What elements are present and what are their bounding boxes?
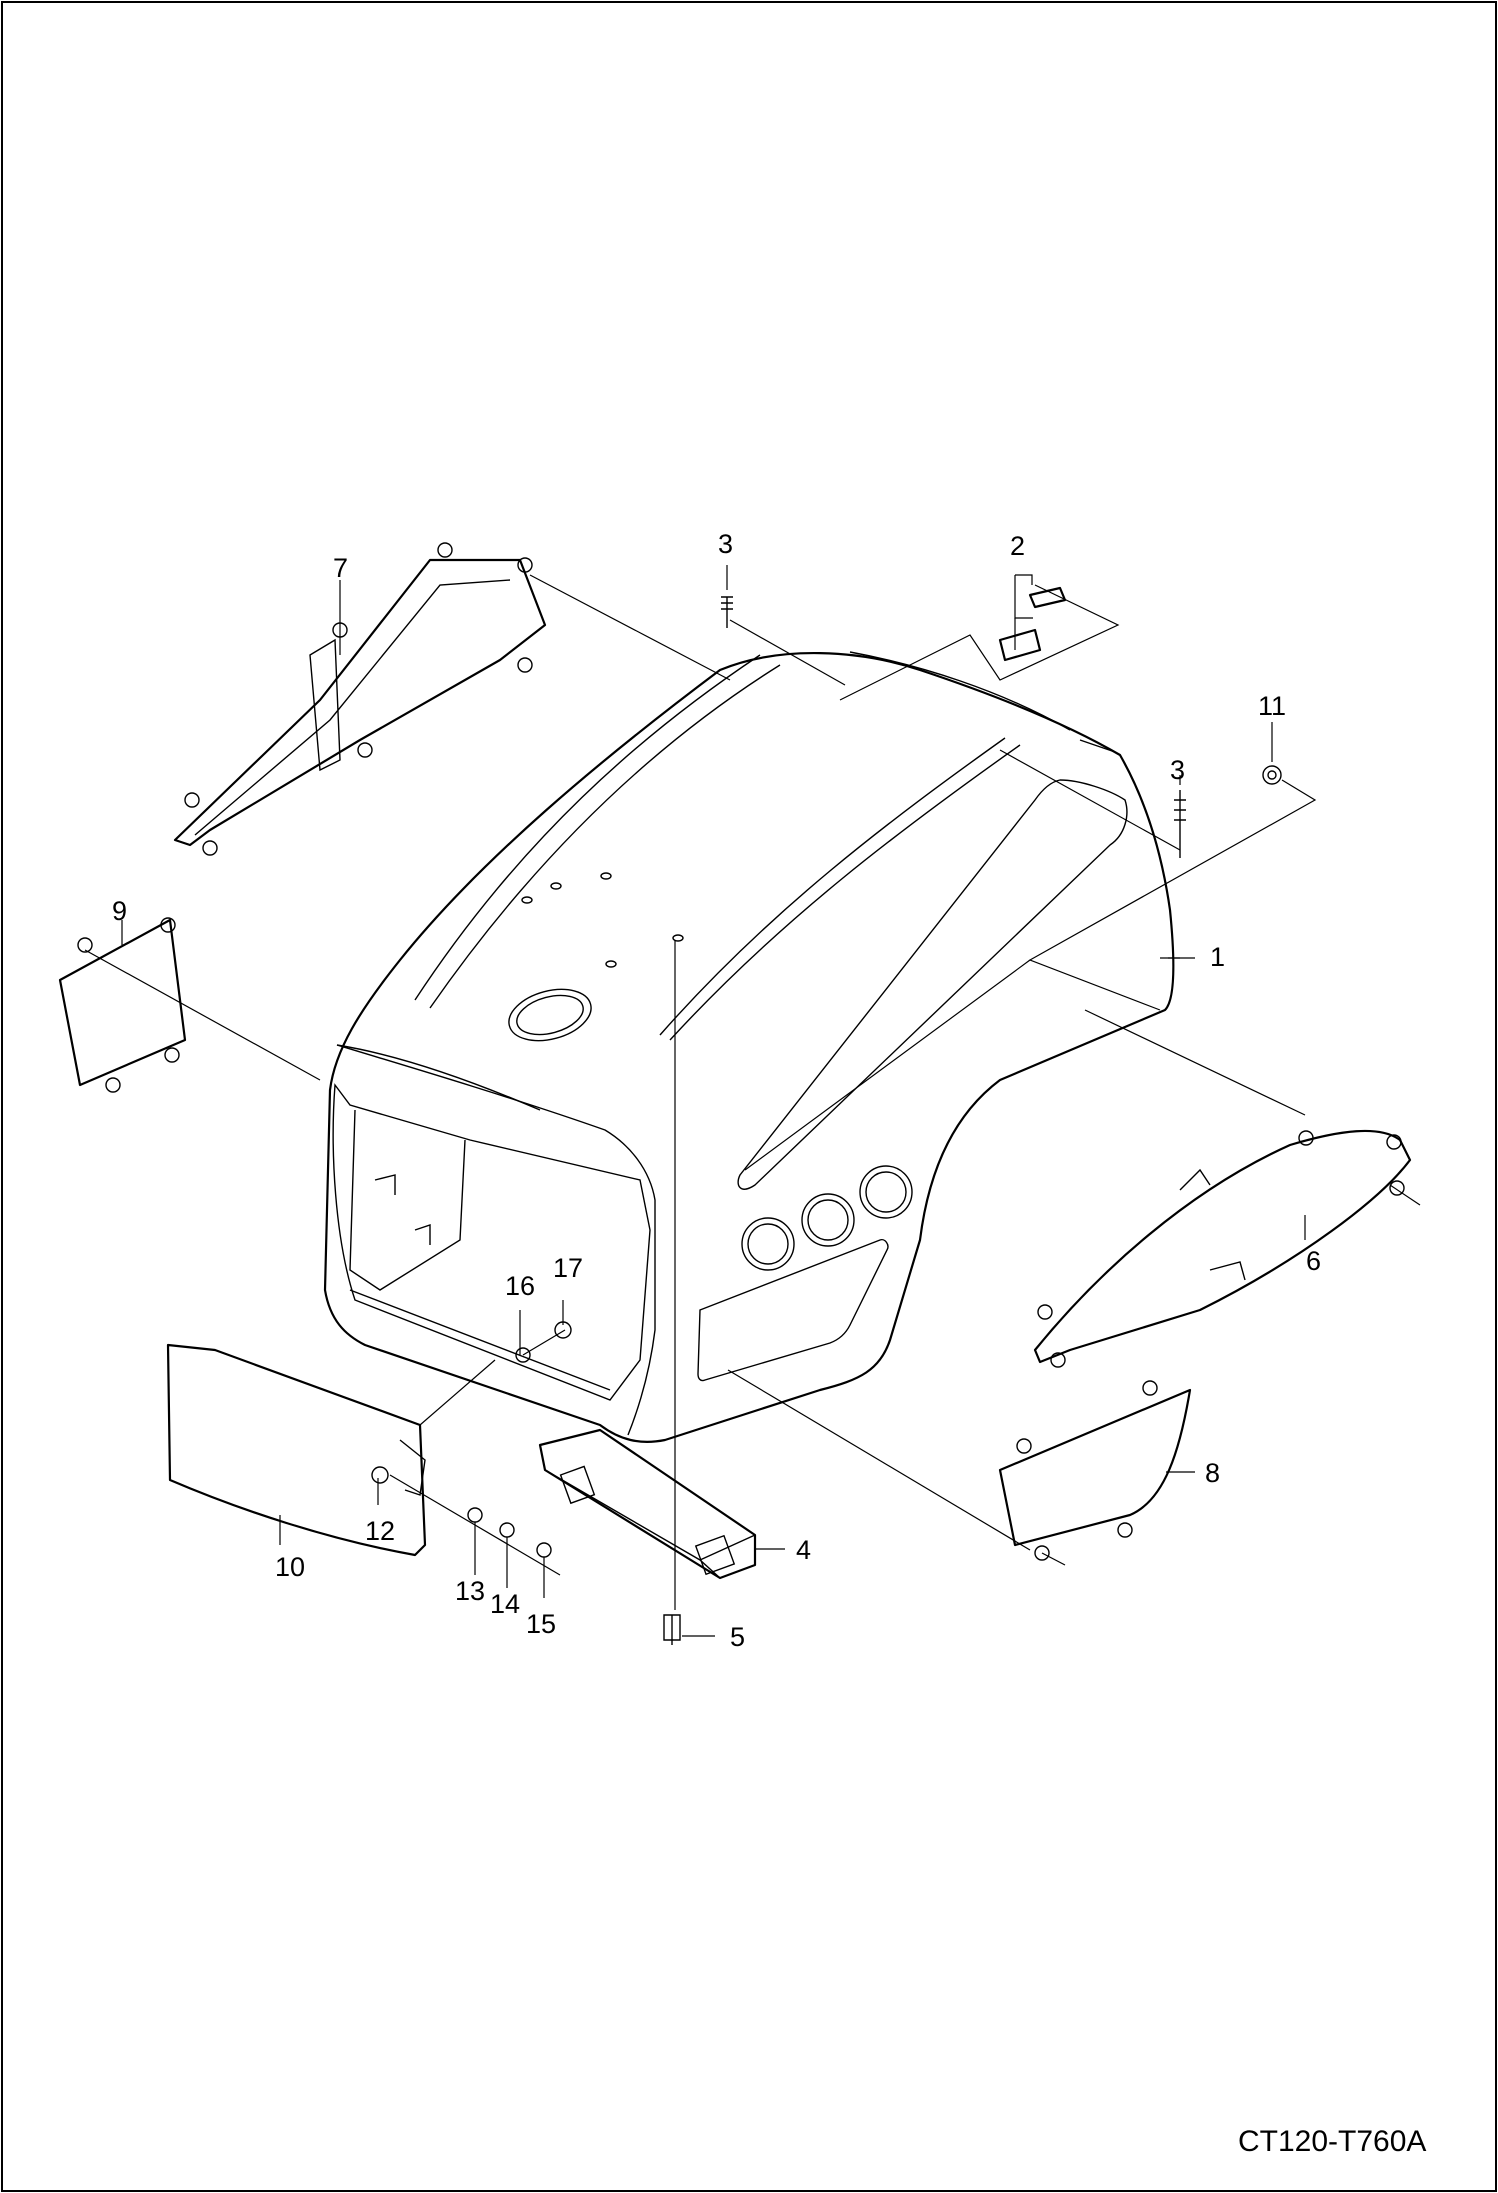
side-panel-part-8	[998, 1380, 1192, 1561]
callout-7: 7	[333, 553, 348, 583]
callout-3-top: 3	[718, 529, 733, 559]
callout-8: 8	[1205, 1458, 1220, 1488]
bracket-part-4	[538, 1428, 757, 1580]
callout-10: 10	[275, 1552, 305, 1582]
callout-15: 15	[526, 1609, 556, 1639]
front-panel-part-10	[166, 1343, 427, 1557]
callout-14: 14	[490, 1589, 520, 1619]
callout-1: 1	[1210, 942, 1225, 972]
callout-3-right: 3	[1170, 755, 1185, 785]
callout-12: 12	[365, 1516, 395, 1546]
side-panel-part-7	[173, 542, 547, 856]
side-panel-part-9	[58, 917, 187, 1093]
callout-2: 2	[1010, 531, 1025, 561]
callout-5: 5	[730, 1622, 745, 1652]
callouts: 1 2 3 3 4 5 6 7 8 9 10 11 12 13 14 15 16…	[112, 529, 1321, 1652]
callout-6: 6	[1306, 1246, 1321, 1276]
callout-4: 4	[796, 1535, 811, 1565]
callout-13: 13	[455, 1576, 485, 1606]
callout-16: 16	[505, 1271, 535, 1301]
side-panel-part-6	[1033, 1129, 1412, 1368]
callout-17: 17	[553, 1253, 583, 1283]
callout-9: 9	[112, 896, 127, 926]
hood-part-1	[323, 651, 1175, 1443]
callout-11: 11	[1258, 691, 1286, 721]
leader-lines	[84, 565, 1421, 1637]
drawing-id: CT120-T760A	[1238, 2125, 1426, 2158]
